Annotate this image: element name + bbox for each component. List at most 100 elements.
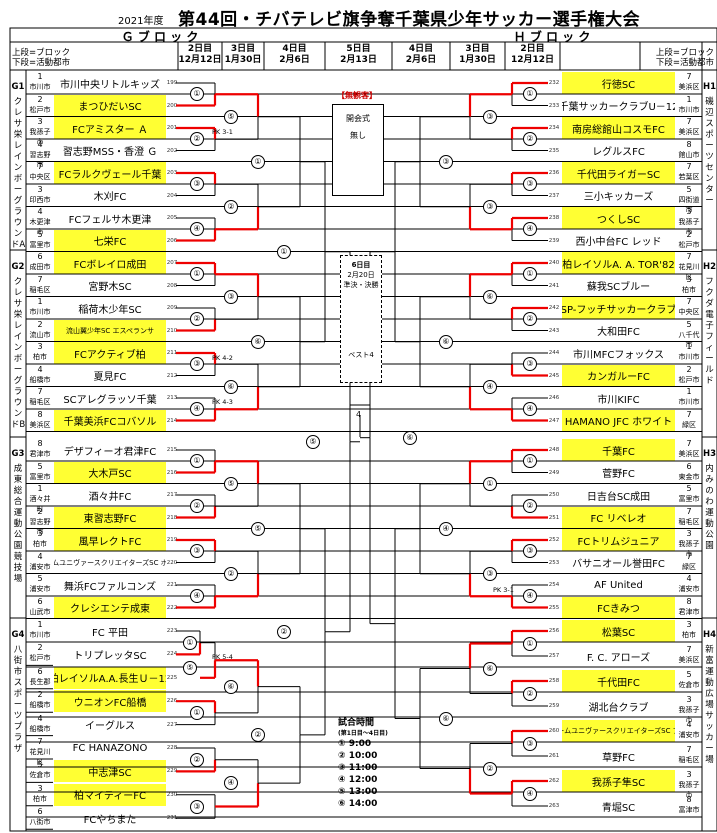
group-code: G2 <box>11 262 25 272</box>
team-name-left-18: 大木戸SC <box>54 461 166 484</box>
team-city: 我孫子市 <box>678 540 700 558</box>
match-number-circle: ② <box>190 752 204 767</box>
group-venue: 内みのわ運動公園 <box>705 464 714 551</box>
match-number-circle: ③ <box>523 544 537 559</box>
team-name-right-6: 三小キッカーズ <box>583 192 654 203</box>
team-city: 稲毛区 <box>678 756 700 764</box>
match-number-circle: ① <box>190 87 204 102</box>
team-name-left-13: FCアクティブ柏 <box>54 342 166 364</box>
seed-number: 2 <box>37 643 43 653</box>
match-number-circle: ⑥ <box>403 430 417 445</box>
match-number-circle: ④ <box>224 776 238 791</box>
seed-number: 2 <box>686 229 692 239</box>
team-number: 202 <box>166 147 178 154</box>
seed-number: 1 <box>37 297 43 306</box>
block-g-header: Ｇ ブ ロ ッ ク <box>121 30 199 44</box>
seed-number: 4 <box>37 551 43 561</box>
team-number: 263 <box>548 803 560 809</box>
pk-h3: PK 3-1 <box>493 586 514 594</box>
team-name-left-30: FC HANAZONO <box>72 742 148 754</box>
team-name-left-22: ドリームユニヴァースクリエイターズSC ホワイト <box>54 558 166 567</box>
team-city: 市川市 <box>678 398 700 406</box>
team-city: 中央区 <box>678 308 700 316</box>
team-number: 248 <box>548 447 560 453</box>
team-city: 君津市 <box>29 450 51 458</box>
team-name-left-6: 木刈FC <box>93 192 127 203</box>
team-number: 259 <box>548 703 560 709</box>
match-number-circle: ① <box>190 454 204 469</box>
seed-number: 7 <box>686 745 692 754</box>
team-city: 富里市 <box>29 472 51 481</box>
match-number-circle: ③ <box>523 357 537 372</box>
team-city: 美浜区 <box>678 656 700 664</box>
match-number-circle: ① <box>183 635 197 650</box>
team-number: 244 <box>548 350 560 356</box>
match-number-circle: ① <box>190 705 204 720</box>
seed-number: 8 <box>37 409 43 419</box>
team-number: 243 <box>548 327 560 334</box>
team-number: 250 <box>548 492 560 498</box>
team-number: 233 <box>548 102 560 109</box>
team-name-right-18: 菅野FC <box>602 469 635 480</box>
time-slot-6: ⑥ 14:00 <box>338 799 378 809</box>
team-name-left-20: 東習志野FC <box>54 506 166 529</box>
pk-g1: PK 3-1 <box>212 128 233 136</box>
seed-number: 4 <box>37 713 43 723</box>
team-name-right-20: FC リベレオ <box>562 506 675 529</box>
time-slot-1: ① 9:00 <box>338 739 372 749</box>
team-city: 稲毛区 <box>678 517 700 526</box>
team-city: 市川市 <box>678 105 700 114</box>
round-date: 2月6日 <box>279 55 310 65</box>
team-number: 221 <box>166 582 178 588</box>
match-number-circle: ④ <box>190 589 204 604</box>
team-name-left-9: FCボレイロ成田 <box>54 252 166 274</box>
team-name-left-27: 柏レイソルA.A.長生Ｕ－12 <box>54 666 166 689</box>
seed-number: 3 <box>37 342 43 351</box>
team-number: 261 <box>548 753 560 759</box>
match-number-circle: ⑤ <box>306 434 320 449</box>
team-number: 204 <box>166 192 178 199</box>
match-number-circle: ② <box>277 624 291 639</box>
seed-number: 7 <box>686 297 692 306</box>
team-number: 245 <box>548 372 560 379</box>
team-number: 262 <box>548 778 560 784</box>
team-number: 254 <box>548 582 560 588</box>
team-name-left-5: FCラルクヴェール千葉 <box>54 162 166 184</box>
team-city: 若葉区 <box>678 173 700 181</box>
seed-number: 5 <box>686 319 692 329</box>
time-slot-5: ⑤ 13:00 <box>338 787 378 797</box>
team-name-left-10: 宮野木SC <box>88 282 132 293</box>
group-code: H2 <box>702 262 717 272</box>
team-number: 240 <box>548 260 560 266</box>
seed-number: 1 <box>37 484 43 493</box>
team-city: 花見川区 <box>678 263 700 281</box>
match-number-circle: ② <box>190 312 204 327</box>
team-city: 佐倉市 <box>29 771 51 780</box>
match-number-circle: ① <box>523 87 537 102</box>
team-name-right-14: カンガルーFC <box>562 364 675 387</box>
team-name-left-15: SCアレグラッソ千葉 <box>63 394 157 406</box>
seed-number: 3 <box>686 274 692 284</box>
